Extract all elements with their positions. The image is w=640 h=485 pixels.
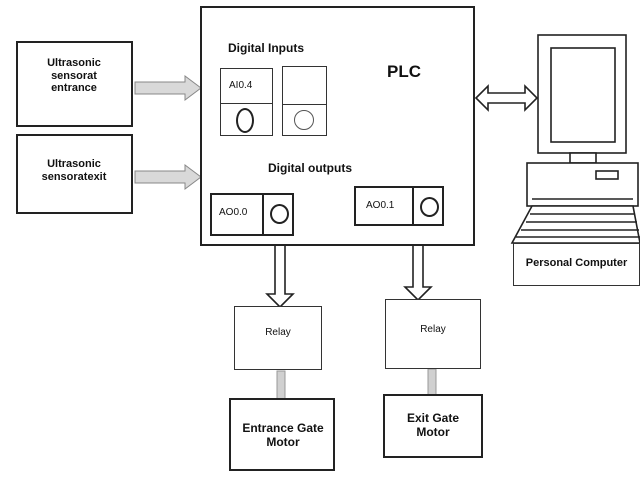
input-address-cell <box>220 68 273 104</box>
output-address-2: AO0.1 <box>366 200 395 211</box>
exit-sensor-box: Ultrasonic sensoratexit <box>16 134 133 214</box>
digital-outputs-label: Digital outputs <box>268 161 352 175</box>
output-1-indicator-icon <box>270 204 289 224</box>
exit-gate-motor: Exit Gate Motor <box>383 394 483 458</box>
relay-2-label: Relay <box>420 324 446 335</box>
output-2-indicator-icon <box>420 197 439 217</box>
relay-1: Relay <box>234 306 322 370</box>
output-address-1: AO0.0 <box>219 207 248 218</box>
output-2-divider <box>412 186 414 226</box>
computer-icon <box>510 34 640 244</box>
plc-title: PLC <box>387 62 421 81</box>
output-to-relay-arrow-1 <box>265 235 295 309</box>
digital-inputs-label: Digital Inputs <box>228 41 304 55</box>
spare-indicator-icon <box>294 110 314 130</box>
entrance-sensor-arrow <box>134 75 202 101</box>
spare-input-slot <box>282 66 327 136</box>
spare-slot-divider <box>282 104 327 105</box>
relay-2: Relay <box>385 299 481 369</box>
output-1-divider <box>262 193 264 236</box>
computer-label: Personal Computer <box>525 257 628 269</box>
output-module-2 <box>354 186 444 226</box>
entrance-sensor-label: Ultrasonic sensorat entrance <box>47 57 101 95</box>
entrance-gate-motor: Entrance Gate Motor <box>229 398 335 471</box>
input-indicator-icon <box>236 108 254 133</box>
plc-pc-double-arrow <box>474 84 539 112</box>
input-address: AI0.4 <box>229 80 253 91</box>
relay-1-label: Relay <box>265 327 291 338</box>
entrance-motor-label: Entrance Gate Motor <box>242 421 324 449</box>
computer-label-box: Personal Computer <box>513 243 640 286</box>
exit-sensor-arrow <box>134 164 202 190</box>
exit-motor-label: Exit Gate Motor <box>406 411 460 439</box>
exit-sensor-label: Ultrasonic sensoratexit <box>41 158 107 183</box>
relay-to-motor-connector-2 <box>427 368 437 398</box>
relay-to-motor-connector-1 <box>276 370 286 402</box>
entrance-sensor-box: Ultrasonic sensorat entrance <box>16 41 133 127</box>
